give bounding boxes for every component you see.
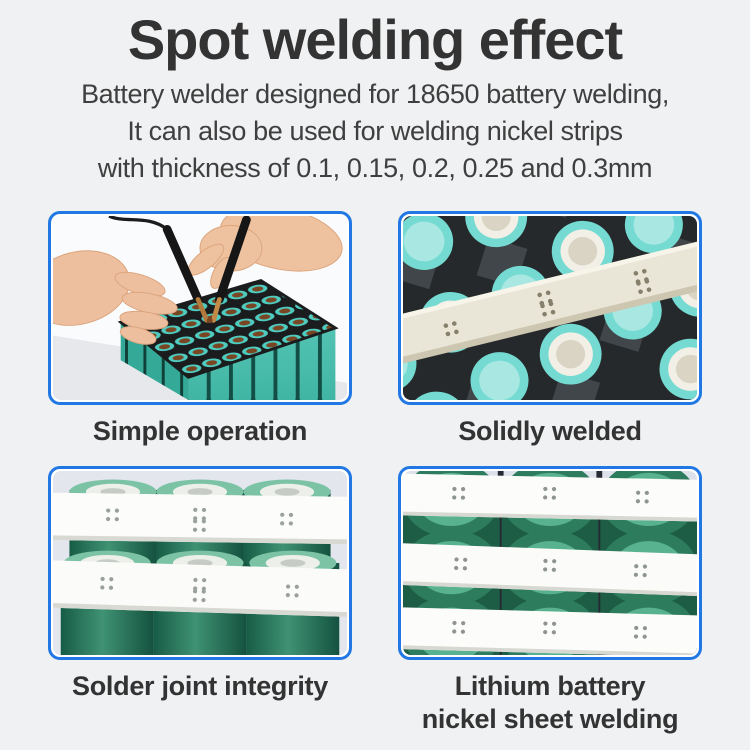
right-hand [187,216,343,289]
left-hand [53,250,178,345]
nickel-strip-bottom [53,560,347,618]
nickel-sheet-2 [403,542,697,597]
caption-text: Simple operation [92,416,308,446]
nickel-strips-green-batteries-photo [53,471,347,655]
caption-simple-operation: Simple operation [48,415,352,448]
photo-frame [48,466,352,660]
panel-lithium-nickel-sheet-welding: Lithium battery nickel sheet welding [398,466,702,736]
subtitle-line-1: Battery welder designed for 18650 batter… [81,79,669,110]
panel-solidly-welded: Solidly welded [398,211,702,448]
subtitle-line-2: It can also be used for welding nickel s… [127,116,623,147]
caption-text-line-2: nickel sheet welding [421,704,679,734]
panel-solder-joint-integrity: Solder joint integrity [48,466,352,703]
photo-frame [398,466,702,660]
subtitle-line-3: with thickness of 0.1, 0.15, 0.2, 0.25 a… [97,153,653,184]
caption-solidly-welded: Solidly welded [398,415,702,448]
page-title: Spot welding effect [127,8,623,71]
photo-frame [398,211,702,405]
photo-frame [48,211,352,405]
nickel-sheet-1 [403,473,697,522]
hands-spot-welding-photo [53,216,347,400]
subtitle: Battery welder designed for 18650 batter… [0,76,750,187]
nickel-sheet-3 [403,607,697,655]
welding-pens [108,216,251,324]
caption-solder-joint-integrity: Solder joint integrity [48,670,352,703]
nickel-strip [403,237,697,368]
battery-pack [117,278,339,400]
caption-text: Solidly welded [458,416,642,446]
caption-lithium-nickel-sheet-welding: Lithium battery nickel sheet welding [398,670,702,736]
caption-text: Solder joint integrity [72,671,328,701]
nickel-strip-top [53,492,347,545]
nickel-strip-welded-photo [403,216,697,400]
nickel-sheets-lithium-batteries-photo [403,471,697,655]
panel-simple-operation: Simple operation [48,211,352,448]
caption-text-line-1: Lithium battery [454,671,646,701]
